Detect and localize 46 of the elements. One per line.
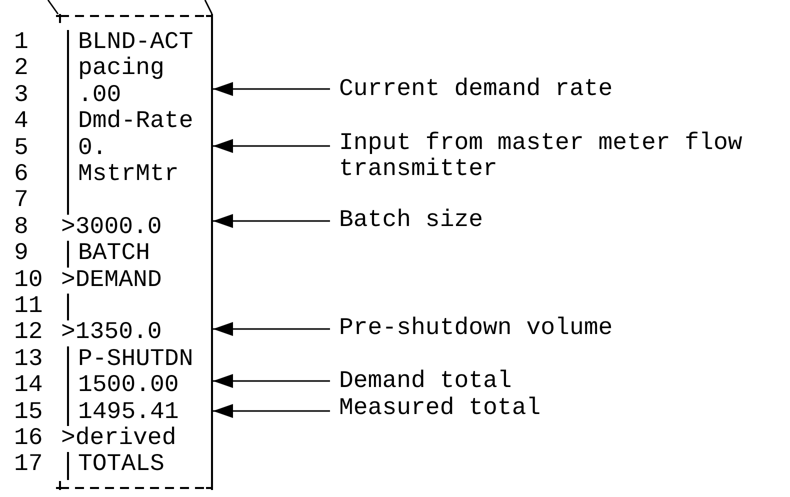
annotation-text: Input from master meter flow transmitter [330, 131, 790, 183]
pin-value: >DEMAND [61, 268, 162, 293]
pin-value: P-SHUTDN [78, 348, 194, 372]
leader-arrow [213, 139, 330, 153]
leader-arrow [213, 374, 330, 388]
pin-number: 13 [14, 348, 43, 372]
pin-number: 17 [14, 453, 43, 478]
annotation-text: Pre-shutdown volume [330, 316, 790, 342]
pin-number: 5 [14, 136, 28, 161]
pin-number: 16 [14, 427, 43, 451]
pin-number: 10 [14, 268, 43, 293]
pin-number: 4 [14, 110, 28, 134]
leader-arrow [213, 214, 330, 228]
pin-number: 6 [14, 163, 28, 187]
pin-number: 14 [14, 374, 43, 398]
annotation-text: Demand total [330, 369, 790, 395]
annotation-text: Current demand rate [330, 77, 790, 103]
pin-number: 2 [14, 57, 28, 82]
pin-number: 8 [14, 216, 28, 240]
pin-value: >1350.0 [61, 321, 162, 346]
leader-arrow [213, 404, 330, 418]
pin-value: TOTALS [78, 453, 164, 478]
leader-arrow [213, 322, 330, 336]
pin-number: 15 [14, 400, 43, 425]
annotation-text: Measured total [330, 396, 790, 422]
pin-value: .00 [78, 84, 122, 108]
pin-number: 11 [14, 295, 43, 319]
pin-number: 1 [14, 31, 28, 55]
pin-number: 7 [14, 189, 28, 214]
pin-value: MstrMtr [78, 163, 179, 187]
pin-value: >derived [61, 427, 176, 451]
pin-value: 1495.41 [78, 400, 179, 425]
pin-value: BATCH [78, 242, 150, 266]
pin-value: 0. [78, 136, 107, 161]
pin-number: 3 [14, 84, 28, 108]
pin-value: Dmd-Rate [78, 110, 194, 134]
leader-arrow [213, 82, 330, 96]
pin-value: pacing [78, 57, 164, 82]
pin-value: 1500.00 [78, 374, 179, 398]
pin-number: 12 [14, 321, 43, 346]
leader-line [47, 0, 59, 14]
annotation-text: Batch size [330, 208, 790, 234]
pin-value: BLND-ACT [78, 31, 194, 55]
pin-number: 9 [14, 242, 28, 266]
pin-value: >3000.0 [61, 216, 162, 240]
leader-line [204, 0, 213, 14]
